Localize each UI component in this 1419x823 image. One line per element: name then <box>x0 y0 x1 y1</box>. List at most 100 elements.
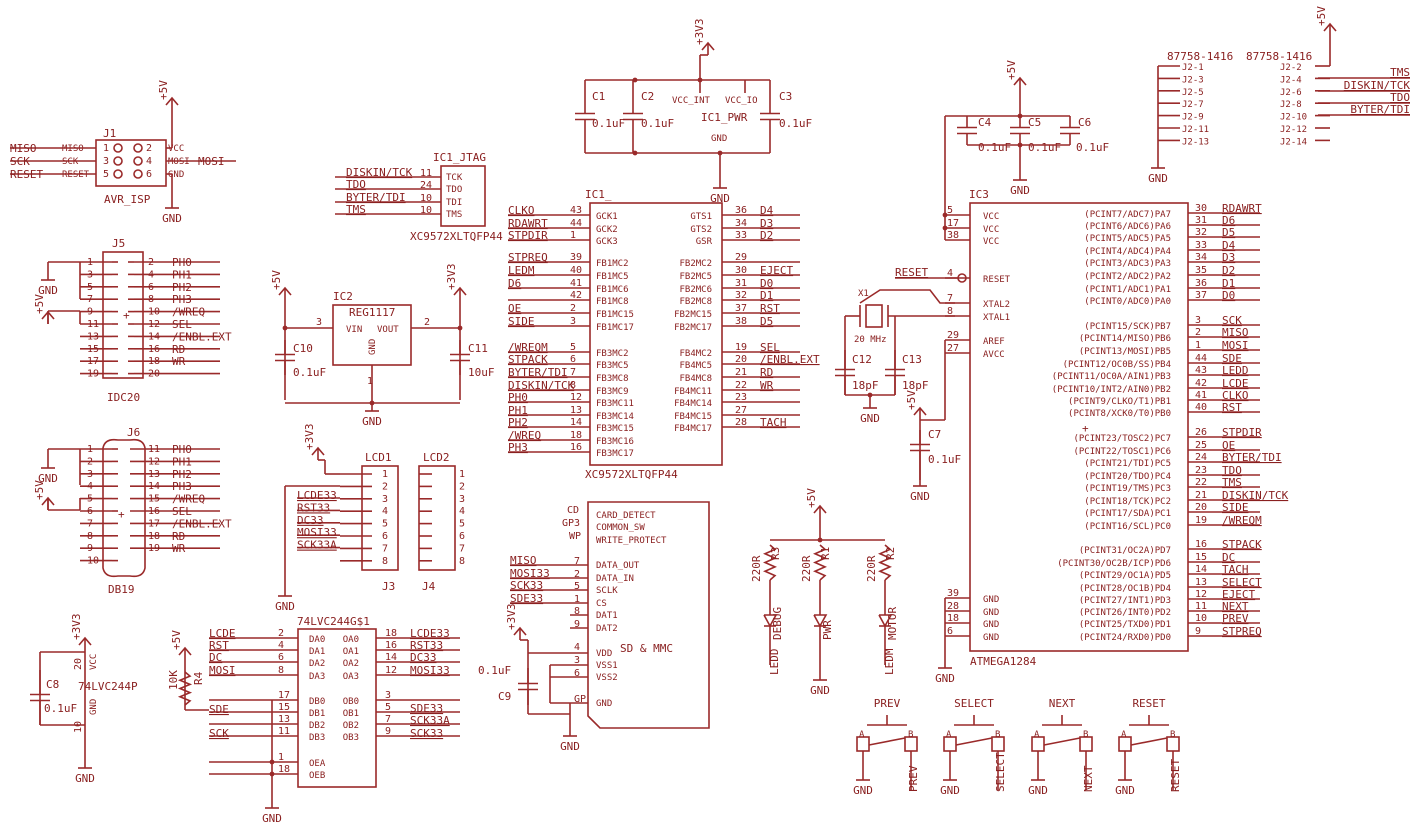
lcd1-ref: LCD1 <box>365 451 392 464</box>
pin-num: 1 <box>87 444 93 455</box>
pin-num: 9 <box>87 543 93 554</box>
pin-num: 32 <box>1195 227 1207 238</box>
pin-name: (PCINT13/MOSI)PB5 <box>1079 347 1171 357</box>
cap-val: 0.1uF <box>978 141 1011 154</box>
xtal-ref: X1 <box>858 289 869 299</box>
gnd-label: GND <box>362 415 382 428</box>
cap-ref: C7 <box>928 428 941 441</box>
pin-num: 12 <box>148 456 160 467</box>
pin-num: 1 <box>87 257 93 268</box>
pin-name: OA3 <box>343 672 359 682</box>
pin-num: 23 <box>735 392 747 403</box>
pin-num: 4 <box>148 269 154 280</box>
button-label: SELECT <box>954 697 994 710</box>
pin-num: 35 <box>1195 265 1207 276</box>
wire <box>178 646 192 656</box>
junction-dot <box>282 325 288 331</box>
jtag-name: XC9572XLTQFP44 <box>410 230 503 243</box>
net-label: PH0 <box>508 391 528 404</box>
net-label: MOSI33 <box>410 664 450 677</box>
pin-num: 2 <box>87 456 93 467</box>
net-label: LEDD <box>1222 364 1249 377</box>
pin-num: 22 <box>735 380 747 391</box>
pin-name: OA1 <box>343 647 359 657</box>
sd-pin: VSS1 <box>596 661 618 671</box>
pin-name: FB4MC11 <box>674 387 712 397</box>
pin-name: TDO <box>446 185 462 195</box>
pin-num: 4 <box>459 506 465 517</box>
pin-num: 38 <box>947 230 959 241</box>
pin-num: 20 <box>1195 502 1207 513</box>
pin-num: 1 <box>382 469 388 480</box>
pin-num: 5 <box>570 342 576 353</box>
pin-name: (PCINT9/CLKO/T1)PB1 <box>1068 397 1171 407</box>
pin-num: 19 <box>148 543 160 554</box>
pin-num: 41 <box>1195 390 1207 401</box>
ref-j1: J1 <box>103 127 116 140</box>
pin-name: VCC <box>89 654 99 670</box>
j2-pin: J2-6 <box>1280 88 1302 98</box>
res-ref: R2 <box>884 547 897 560</box>
pin-num: 24 <box>1195 452 1207 463</box>
net-label: TMS <box>346 203 366 216</box>
pin-name: OA0 <box>343 635 359 645</box>
net-label: LCDE33 <box>297 489 337 502</box>
pin-name: (PCINT15/SCK)PB7 <box>1084 322 1171 332</box>
junction-dot <box>457 325 463 331</box>
pin-name: FB3MC11 <box>596 399 634 409</box>
j2-part: 87758-1416 <box>1167 50 1233 63</box>
pin-num: 11 <box>87 319 99 330</box>
pin-num: 1 <box>570 230 576 241</box>
j1-pin-label: MISO <box>62 144 84 154</box>
button-net: SELECT <box>994 752 1007 792</box>
net-label: CLKO <box>508 204 535 217</box>
net-label: STPACK <box>1222 538 1262 551</box>
center-mark: + <box>1082 422 1089 435</box>
net-label: MOSI33 <box>510 567 550 580</box>
net-label: D0 <box>760 277 773 290</box>
pin-name: DA3 <box>309 672 325 682</box>
pin-name: OB0 <box>343 697 359 707</box>
reg-ref: IC2 <box>333 290 353 303</box>
pin-name: (PCINT21/TDI)PC5 <box>1084 459 1171 469</box>
pin-name: DA1 <box>309 647 325 657</box>
pin-num: 33 <box>1195 240 1207 251</box>
pin-name: (PCINT8/XCK0/T0)PB0 <box>1068 409 1171 419</box>
pin-num: 18 <box>278 764 290 775</box>
j1-pin-label: SCK <box>62 157 79 167</box>
pin-num: 17 <box>87 356 99 367</box>
pin-num: 16 <box>148 506 160 517</box>
led-label: MOTOR <box>886 607 899 640</box>
wire <box>278 286 292 296</box>
net-label: SDE33 <box>410 702 443 715</box>
gnd-label: GND <box>853 784 873 797</box>
wire <box>41 496 55 506</box>
sd-pin: DAT2 <box>596 624 618 634</box>
cap-val: 10uF <box>468 366 495 379</box>
net-label: OE <box>508 302 521 315</box>
net-label: SCK33 <box>510 579 543 592</box>
pin-num: 8 <box>382 556 388 567</box>
pin-name: GSR <box>696 237 713 247</box>
pin-name: (PCINT16/SCL)PC0 <box>1084 522 1171 532</box>
pin-name: FB2MC15 <box>674 310 712 320</box>
gnd-label: GND <box>560 740 580 753</box>
pin-name: XTAL2 <box>983 300 1010 310</box>
pin-name: GTS1 <box>690 212 712 222</box>
pin-name: GND <box>983 608 999 618</box>
pin-num: 10 <box>87 556 99 567</box>
net-label: MOSI <box>209 664 236 677</box>
pin-num: 11 <box>278 726 290 737</box>
pin-num: 7 <box>385 714 391 725</box>
pin-num: 15 <box>1195 552 1207 563</box>
button-net: RESET <box>1169 759 1182 792</box>
sd-pin: SCLK <box>596 586 618 596</box>
pin-num: 7 <box>947 293 953 304</box>
wire <box>453 286 467 296</box>
net-label: SCK33A <box>410 714 450 727</box>
pin-name: FB4MC14 <box>674 399 712 409</box>
j1-pad <box>133 156 143 166</box>
ic3-name: ATMEGA1284 <box>970 655 1037 668</box>
